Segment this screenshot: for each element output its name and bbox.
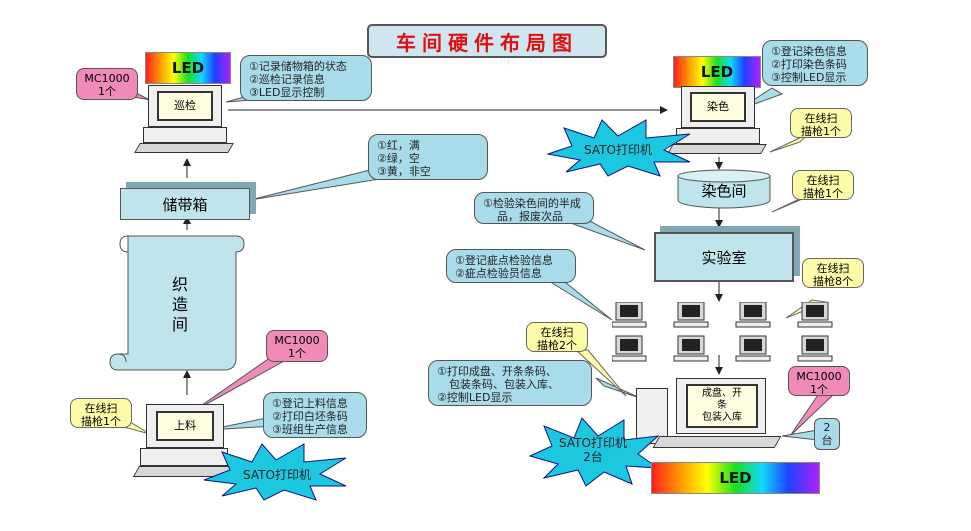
scanner-line: 在线扫 xyxy=(540,326,574,339)
keyboard xyxy=(134,143,234,153)
callout-line: ②控制LED显示 xyxy=(437,391,513,404)
callout-line: ①记录储物箱的状态 xyxy=(249,60,347,73)
monitor-screen: 上料 xyxy=(156,411,214,441)
callout-line: ①登记染色信息 xyxy=(771,45,847,58)
screen-line: 条 xyxy=(717,400,727,411)
weaving-scroll xyxy=(109,235,245,371)
callout-pack: ①打印成盘、开条条码、 包装条码、包装入库、 ②控制LED显示 xyxy=(428,360,592,406)
scanner-tag-right-mid: 在线扫 描枪1个 xyxy=(792,170,854,200)
mc-count: 1个 xyxy=(288,347,306,360)
callout-line: ②巡检记录信息 xyxy=(249,73,325,86)
units-word: 台 xyxy=(821,434,833,447)
led-display-right-top: LED xyxy=(673,56,761,88)
callout-feed: ①登记上料信息 ②打印白坯条码 ③班组生产信息 xyxy=(263,392,367,438)
screen-line: 成盘、开 xyxy=(702,388,742,399)
led-label: LED xyxy=(700,63,734,81)
lab-box: 实验室 xyxy=(654,232,794,282)
callout-lab: ①检验染色间的半成 品，报废次品 xyxy=(474,192,594,224)
mc-count: 1个 xyxy=(810,383,828,396)
sato-printer-label-right-bottom: SATO打印机 2台 xyxy=(548,436,638,464)
callout-line: 品，报废次品 xyxy=(497,210,563,223)
callout-inspect: ①记录储物箱的状态 ②巡检记录信息 ③LED显示控制 xyxy=(240,55,372,101)
mc-model: MC1000 xyxy=(84,72,130,85)
inspection-pc-grid xyxy=(611,301,842,362)
callout-line: ②疵点检验员信息 xyxy=(455,267,542,280)
led-display-left: LED xyxy=(145,52,231,84)
callout-line: ①登记疵点检验信息 xyxy=(455,254,553,267)
lab-label: 实验室 xyxy=(701,248,747,267)
callout-line: ③班组生产信息 xyxy=(272,423,348,436)
screen-label: 染色 xyxy=(707,100,729,113)
computer-packing: 成盘、开 条 包装入库 xyxy=(636,378,786,458)
inspection-pcs xyxy=(611,301,833,362)
callout-line: ①红，满 xyxy=(377,139,420,152)
sato-printer-burst-left xyxy=(203,443,347,501)
scanner-tag-left: 在线扫 描枪1个 xyxy=(70,398,132,428)
callout-fabric: ①登记疵点检验信息 ②疵点检验员信息 xyxy=(446,249,576,283)
storage-box: 储带箱 xyxy=(120,188,250,220)
mc-count: 1个 xyxy=(98,85,116,98)
callout-line: 包装条码、包装入库、 xyxy=(449,378,559,391)
scanner-tag-8: 在线扫 描枪8个 xyxy=(802,258,864,288)
weaving-char: 造 xyxy=(171,295,188,314)
callout-line: ②打印白坯条码 xyxy=(272,410,348,423)
mc1000-tag-bottom-left: MC1000 1个 xyxy=(266,330,328,362)
scanner-line: 描枪1个 xyxy=(81,415,121,428)
screen-line: 包装入库 xyxy=(702,412,742,423)
scanner-tag-2: 在线扫 描枪2个 xyxy=(526,322,588,352)
monitor-screen: 巡检 xyxy=(157,91,213,121)
sato-printer-label-left: SATO打印机 xyxy=(243,468,311,482)
screen-label: 上料 xyxy=(174,419,196,432)
led-label: LED xyxy=(171,59,205,77)
screen-label: 巡检 xyxy=(174,99,196,112)
page-title: 车间硬件布局图 xyxy=(367,24,607,58)
scanner-line: 在线扫 xyxy=(806,174,840,187)
mc1000-tag-top-left: MC1000 1个 xyxy=(76,68,138,100)
callout-dye: ①登记染色信息 ②打印染色条码 ③控制LED显示 xyxy=(762,40,868,86)
computer-inspect: 巡检 xyxy=(134,85,234,157)
scanner-line: 描枪2个 xyxy=(537,339,577,352)
dye-room-cylinder xyxy=(677,169,771,209)
printer-line: 2台 xyxy=(583,450,603,464)
weaving-char: 织 xyxy=(171,275,188,294)
weaving-char: 间 xyxy=(171,315,188,334)
pc-tower xyxy=(636,388,668,444)
callout-line: ①登记上料信息 xyxy=(272,397,348,410)
callout-line: ②绿，空 xyxy=(377,152,420,165)
scanner-line: 描枪1个 xyxy=(803,187,843,200)
scanner-line: 在线扫 xyxy=(84,402,118,415)
dye-room-label: 染色间 xyxy=(701,182,747,200)
storage-label: 储带箱 xyxy=(162,195,208,214)
callout-line: ③LED显示控制 xyxy=(249,86,325,99)
scanner-line: 在线扫 xyxy=(816,262,850,275)
units-number: 2 xyxy=(823,421,831,434)
printer-line: SATO打印机 xyxy=(559,436,627,450)
scanner-line: 在线扫 xyxy=(804,112,838,125)
sato-printer-burst-right-bottom xyxy=(528,417,660,487)
callout-line: ②打印染色条码 xyxy=(771,58,847,71)
monitor-screen: 染色 xyxy=(690,92,746,122)
scanner-line: 描枪8个 xyxy=(813,275,853,288)
units-tag: 2 台 xyxy=(814,418,840,450)
monitor-screen: 成盘、开 条 包装入库 xyxy=(686,384,758,428)
mc-model: MC1000 xyxy=(274,334,320,347)
sato-printer-burst-right-top xyxy=(546,119,691,177)
pc-case xyxy=(143,127,227,143)
callout-line: ①检验染色间的半成 xyxy=(483,197,581,210)
led-display-right-bottom: LED xyxy=(651,462,820,494)
keyboard xyxy=(652,436,782,448)
callout-line: ③控制LED显示 xyxy=(771,71,847,84)
weaving-room-label: 织 造 间 xyxy=(160,275,200,335)
sato-printer-label-right-top: SATO打印机 xyxy=(584,143,652,157)
scanner-tag-right-top: 在线扫 描枪1个 xyxy=(790,108,852,138)
scanner-line: 描枪1个 xyxy=(801,125,841,138)
callout-line: ③黄，非空 xyxy=(377,165,431,178)
computer-feed: 上料 xyxy=(132,404,240,484)
led-label: LED xyxy=(719,469,752,487)
callout-status: ①红，满 ②绿，空 ③黄，非空 xyxy=(368,134,488,180)
mc1000-tag-right: MC1000 1个 xyxy=(788,366,850,396)
computer-dye: 染色 xyxy=(667,86,770,158)
mc-model: MC1000 xyxy=(796,370,842,383)
callout-line: ①打印成盘、开条条码、 xyxy=(437,365,557,378)
